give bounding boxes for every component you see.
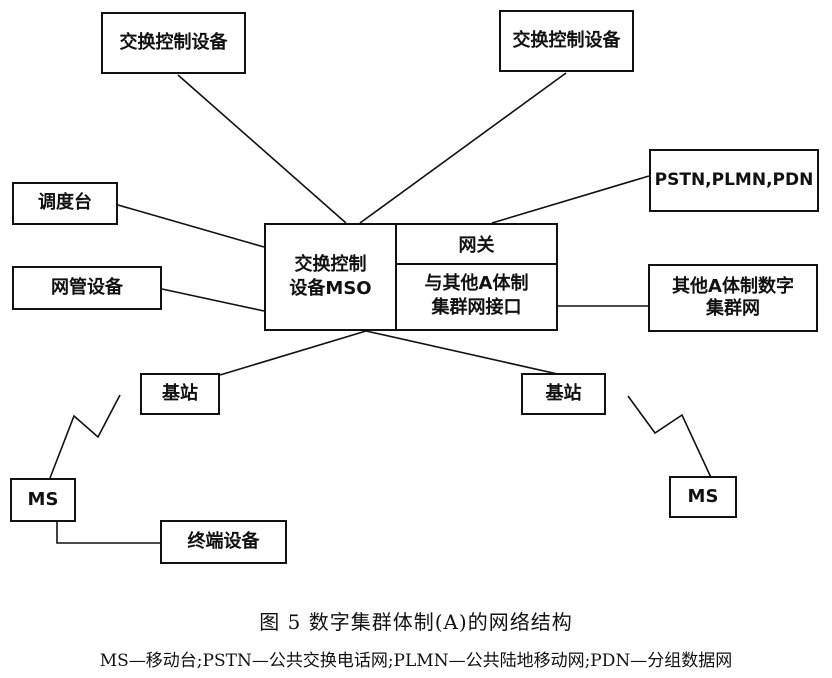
line-mso-to-switch-left	[177, 74, 347, 224]
line-ms-to-terminal	[56, 521, 160, 544]
mso-right-panel: 网关 与其他A体制 集群网接口	[395, 225, 556, 329]
radio-link-left	[49, 394, 121, 479]
interface-cell: 与其他A体制 集群网接口	[424, 272, 529, 318]
line-mso-to-base-right	[365, 330, 563, 376]
line-mso-to-base-left	[219, 330, 367, 376]
switch-control-left-box: 交换控制设备	[101, 12, 246, 74]
base-station-left-box: 基站	[140, 373, 220, 415]
line-mso-to-netmgmt	[161, 288, 265, 312]
ms-left-box: MS	[10, 478, 76, 522]
switch-control-right-box: 交换控制设备	[499, 10, 634, 72]
base-station-right-box: 基站	[521, 373, 606, 415]
other-a-networks-box: 其他A体制数字 集群网	[648, 264, 818, 332]
terminal-equipment-box: 终端设备	[160, 520, 287, 564]
pstn-plmn-pdn-box: PSTN,PLMN,PDN	[649, 149, 819, 212]
line-mso-to-dispatch	[117, 204, 265, 248]
mso-block: 交换控制 设备MSO 网关 与其他A体制 集群网接口	[264, 223, 558, 331]
mso-label: 交换控制 设备MSO	[289, 253, 372, 299]
gateway-cell: 网关	[397, 225, 556, 265]
dispatch-console-box: 调度台	[12, 182, 118, 225]
ms-right-box: MS	[669, 476, 737, 518]
line-gateway-to-pstn	[491, 175, 650, 224]
network-management-box: 网管设备	[12, 266, 162, 310]
figure-title: 图 5 数字集群体制(A)的网络结构	[259, 610, 573, 634]
radio-link-right	[627, 395, 715, 485]
figure-legend: MS—移动台;PSTN—公共交换电话网;PLMN—公共陆地移动网;PDN—分组数…	[99, 651, 733, 671]
line-mso-to-switch-right	[359, 72, 567, 224]
